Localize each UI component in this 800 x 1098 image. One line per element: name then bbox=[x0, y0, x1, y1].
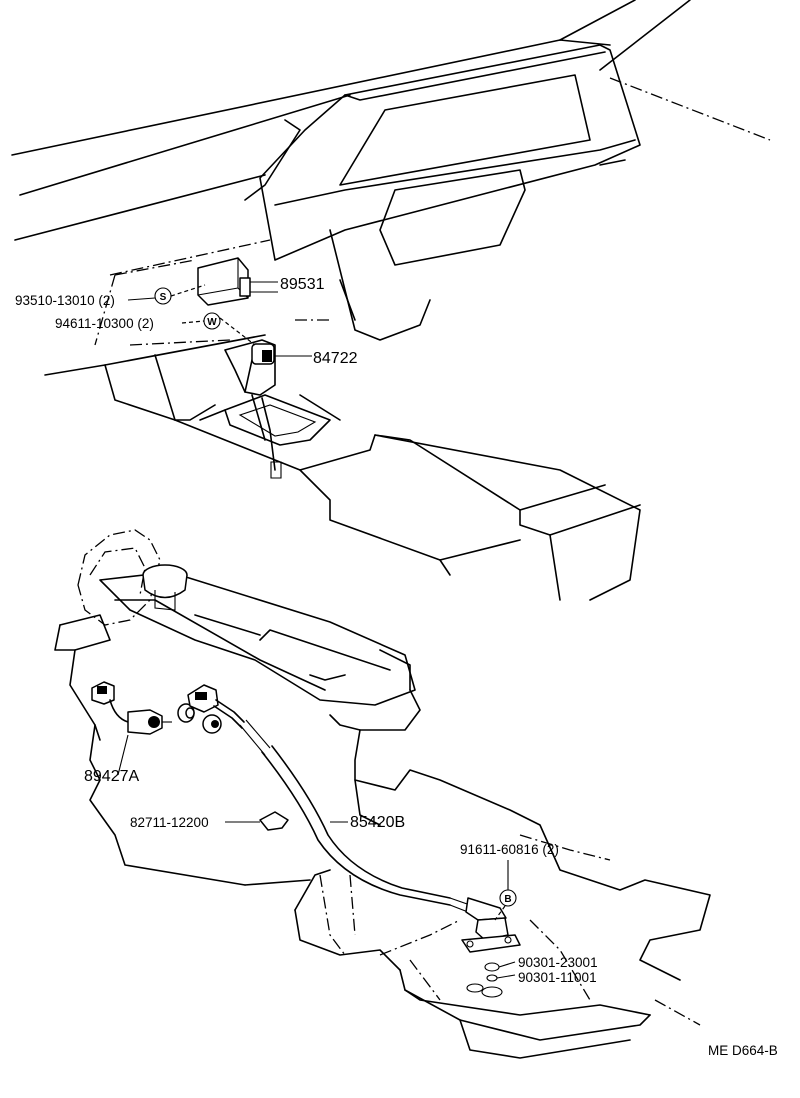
symbol-w-marker: W bbox=[181, 312, 256, 346]
gaskets-90301 bbox=[484, 961, 516, 982]
grommets bbox=[177, 703, 222, 734]
footer-code: ME D664-B bbox=[708, 1043, 778, 1058]
label-89531: 89531 bbox=[280, 276, 325, 293]
sensor-89427A bbox=[91, 681, 172, 776]
symbol-b: B bbox=[504, 894, 511, 905]
symbol-s-marker: S bbox=[127, 284, 206, 305]
label-82711-12200: 82711-12200 bbox=[130, 815, 209, 830]
label-89427A: 89427A bbox=[84, 768, 139, 785]
cable-85420B bbox=[187, 684, 521, 953]
switch-84722 bbox=[251, 343, 312, 365]
engine-assembly bbox=[54, 529, 711, 1059]
symbol-w: W bbox=[207, 317, 217, 328]
clamp-82711 bbox=[225, 811, 289, 831]
symbol-b-marker: B bbox=[494, 860, 517, 921]
label-90301-23001: 90301-23001 bbox=[518, 955, 598, 970]
relay-89531 bbox=[197, 257, 278, 306]
label-91611-60816: 91611-60816 (2) bbox=[460, 842, 559, 857]
label-94611-10300: 94611-10300 (2) bbox=[55, 316, 154, 331]
symbol-s: S bbox=[160, 292, 167, 303]
label-85420B: 85420B bbox=[350, 814, 405, 831]
label-93510-13010: 93510-13010 (2) bbox=[15, 293, 115, 308]
dashboard-assembly bbox=[11, 0, 771, 601]
label-90301-11001: 90301-11001 bbox=[518, 970, 597, 985]
label-84722: 84722 bbox=[313, 350, 358, 367]
